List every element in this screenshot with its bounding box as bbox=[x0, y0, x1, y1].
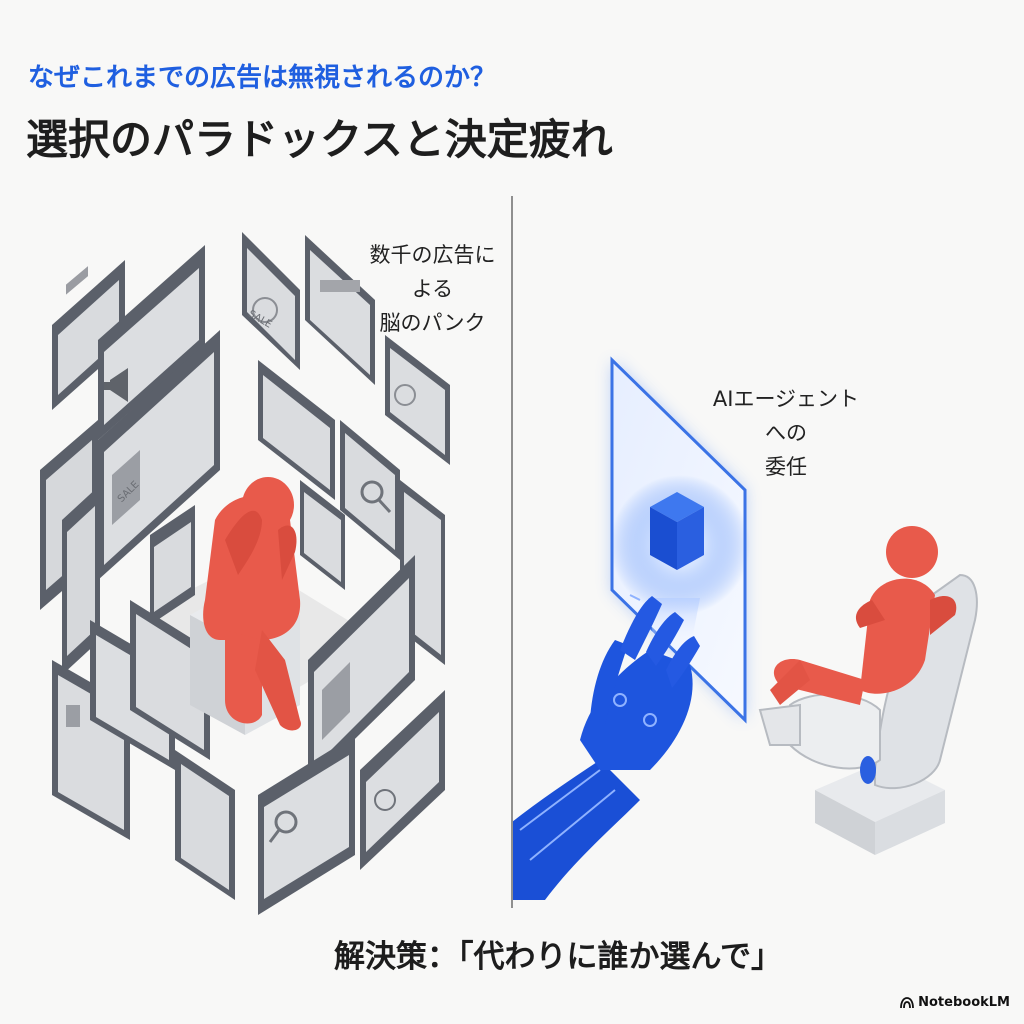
ad-panel bbox=[305, 235, 375, 385]
agent-caption-line2: 委任 bbox=[765, 455, 807, 479]
ad-panel bbox=[300, 480, 345, 590]
agent-caption-line1: AIエージェントへの bbox=[712, 387, 860, 445]
solution-text: 解決策：「代わりに誰か選んで」 bbox=[334, 939, 782, 975]
page-title: 選択のパラドックスと決定疲れ bbox=[26, 115, 613, 164]
panel-divider bbox=[511, 196, 513, 908]
agent-caption: AIエージェントへの 委任 bbox=[706, 382, 866, 484]
ad-panel bbox=[258, 360, 335, 500]
ad-panel bbox=[52, 260, 125, 410]
ad-panel bbox=[360, 690, 445, 870]
ad-panels-group: SALE SALE bbox=[40, 232, 450, 915]
cube-icon bbox=[650, 492, 704, 570]
overload-caption-line1: 数千の広告による bbox=[369, 243, 496, 301]
ad-panel bbox=[98, 330, 220, 580]
ad-panel bbox=[258, 735, 355, 915]
notebooklm-logo-icon bbox=[900, 996, 915, 1008]
recliner-chair bbox=[758, 573, 978, 855]
ad-panel bbox=[340, 420, 400, 560]
stressed-person bbox=[190, 477, 301, 735]
ad-panel bbox=[385, 335, 450, 465]
brand-watermark: NotebookLM bbox=[900, 995, 1010, 1010]
ad-panel bbox=[150, 505, 195, 625]
ad-panel bbox=[242, 232, 300, 370]
ai-agent-scene bbox=[512, 356, 978, 900]
overload-caption-line2: 脳のパンク bbox=[379, 311, 486, 335]
ad-panel bbox=[308, 555, 415, 785]
robot-hand bbox=[512, 594, 700, 900]
overload-caption: 数千の広告による 脳のパンク bbox=[360, 238, 505, 340]
brand-name: NotebookLM bbox=[918, 995, 1010, 1010]
megaphone-icon bbox=[104, 368, 128, 402]
relaxed-person bbox=[770, 526, 957, 705]
subtitle: なぜこれまでの広告は無視されるのか？ bbox=[28, 63, 497, 93]
ad-panel bbox=[175, 750, 235, 900]
